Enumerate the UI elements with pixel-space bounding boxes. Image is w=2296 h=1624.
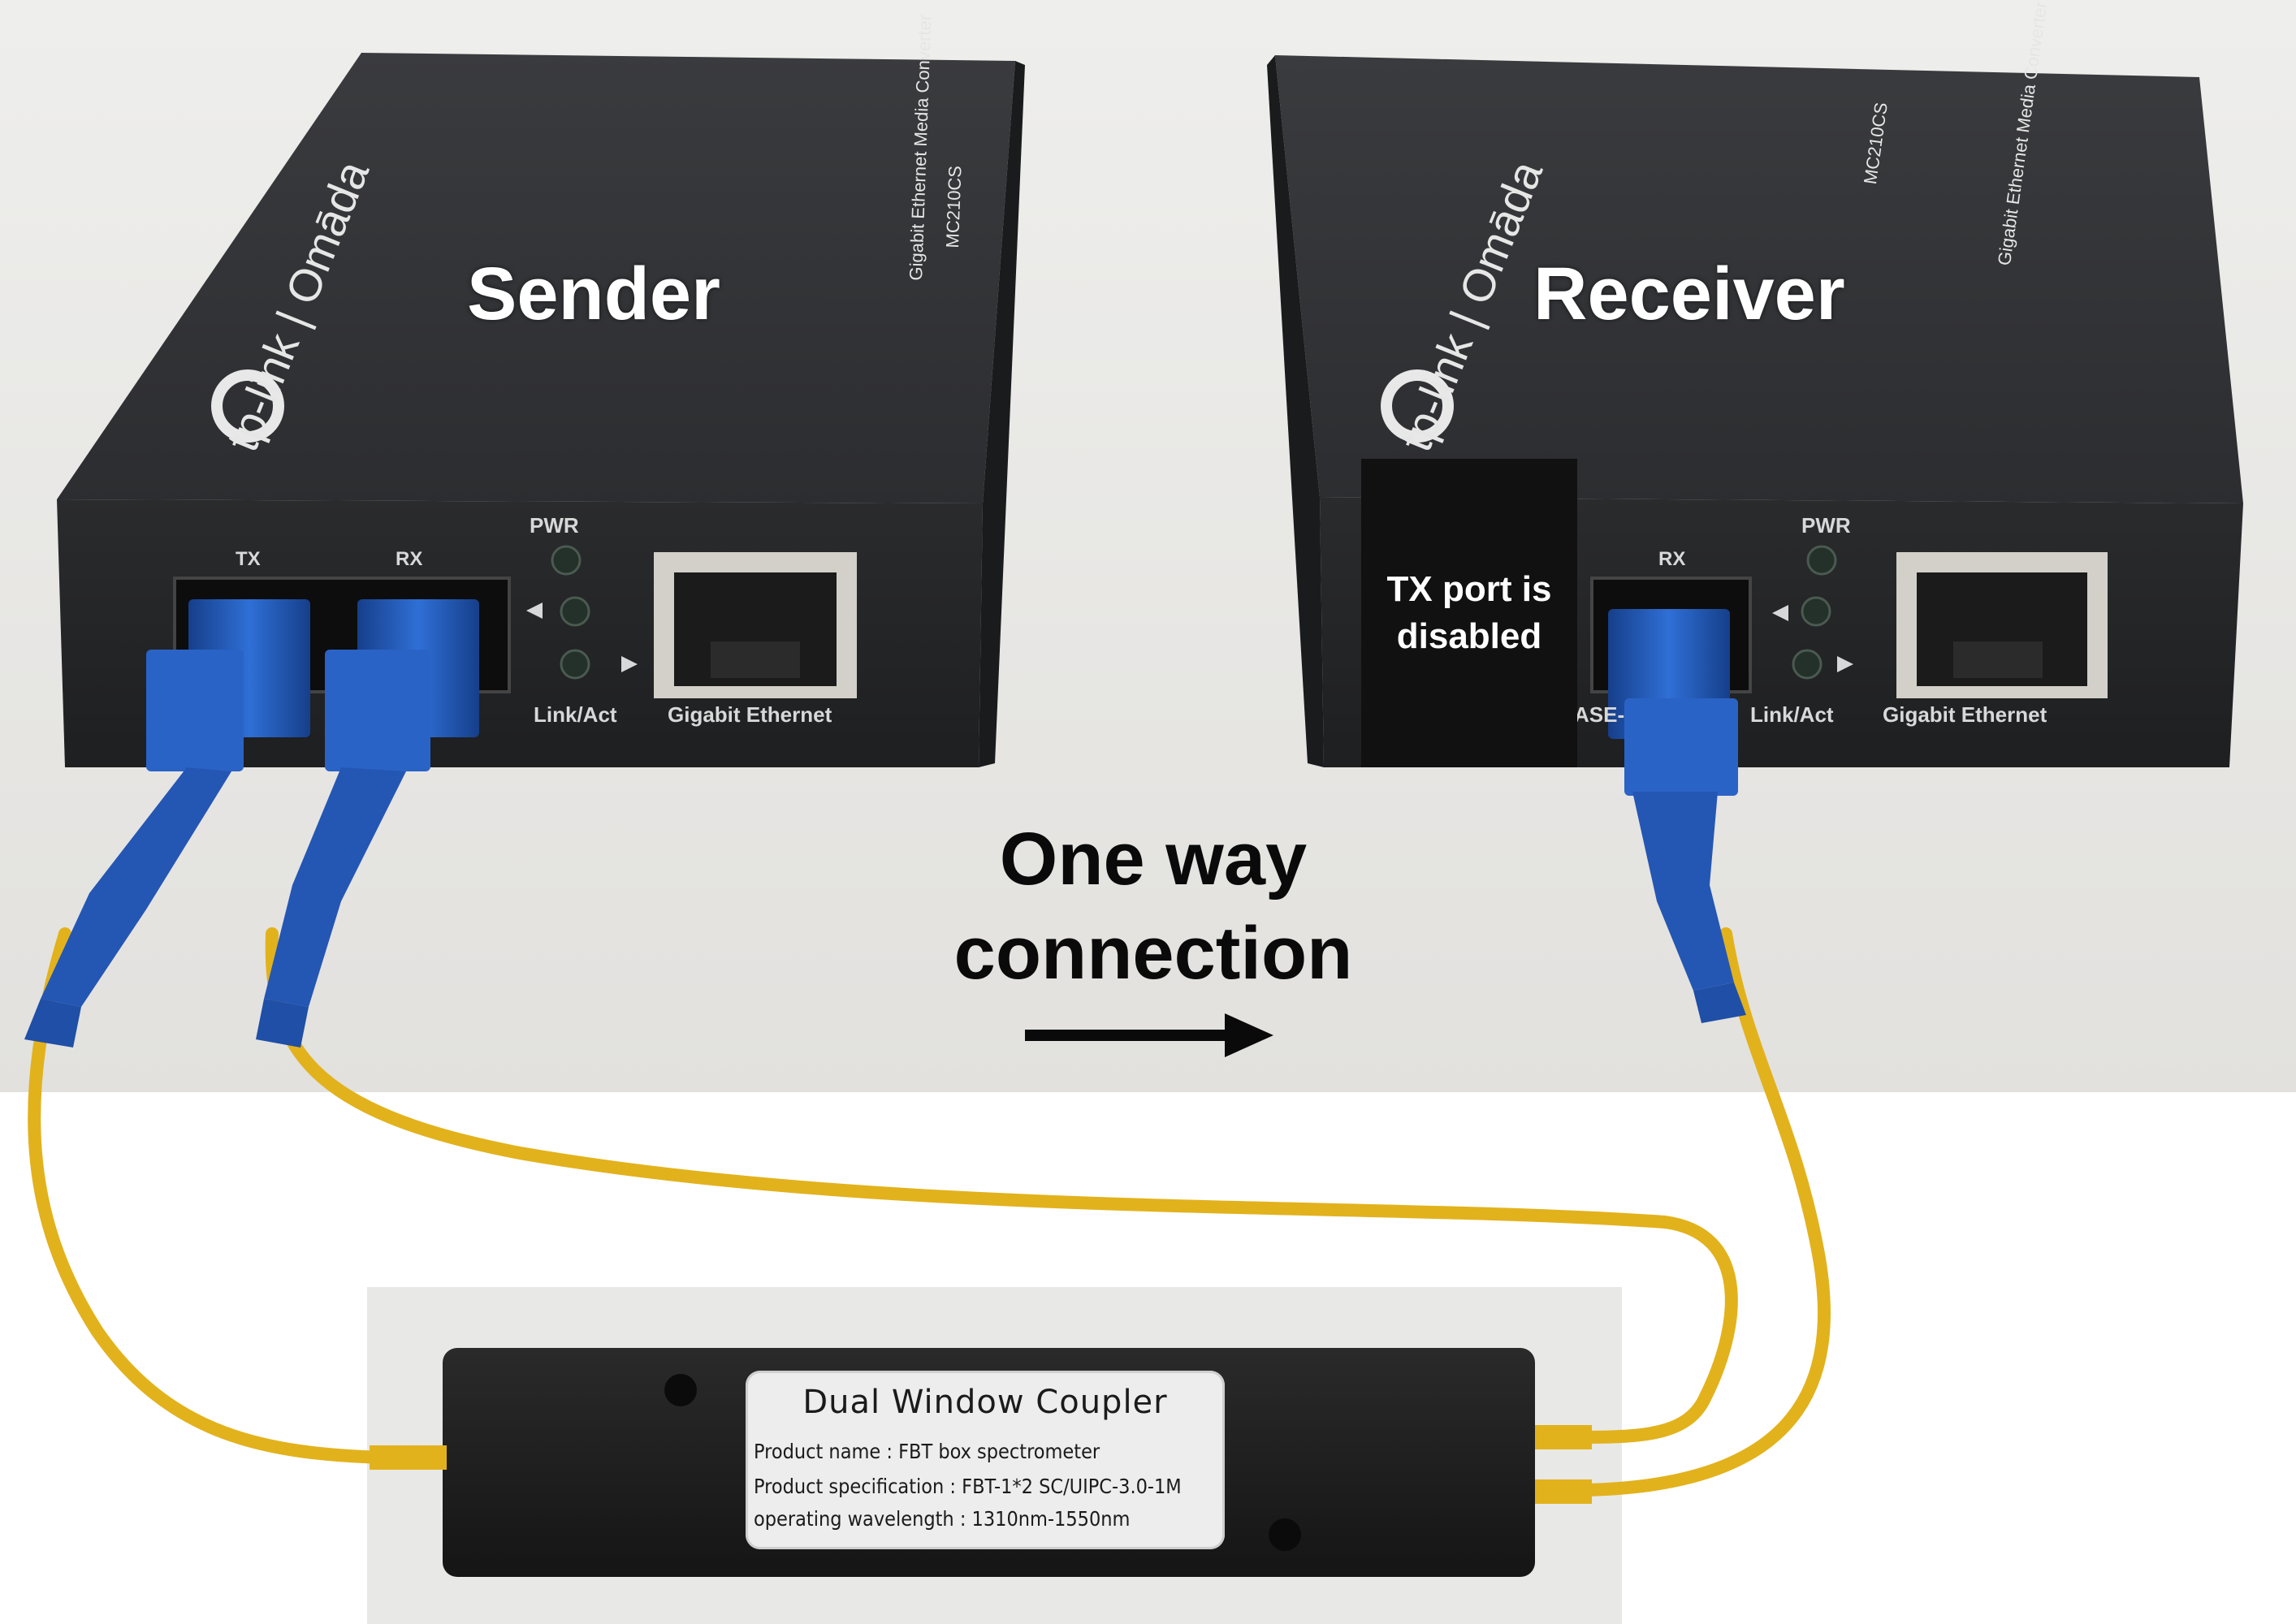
- receiver-side-face: [1267, 55, 1324, 767]
- fiber-sender-rx: [265, 927, 1738, 1444]
- sender-port-tx-label: TX: [236, 548, 261, 570]
- receiver-led-1: [1801, 596, 1831, 627]
- coupler-wavelength: operating wavelength : 1310nm-1550nm: [754, 1507, 1131, 1531]
- coupler-product-spec: Product specification : FBT-1*2 SC/UIPC-…: [754, 1475, 1182, 1498]
- sender-model: MC210CS: [942, 165, 966, 248]
- one-way-connection-label: One way connection: [910, 812, 1397, 1000]
- tx-disabled-note: TX port is disabled: [1361, 459, 1577, 767]
- receiver-rx-connector: [1608, 609, 1746, 1023]
- receiver-led-pwr: [1806, 545, 1837, 576]
- fiber-receiver-rx: [1577, 927, 1831, 1497]
- sender-title: Sender: [467, 253, 720, 335]
- sender-ethernet-label: Gigabit Ethernet: [668, 702, 832, 727]
- sender-tplink-logo-icon: [211, 369, 284, 443]
- right-arrow-icon: [1025, 1013, 1273, 1057]
- coupler-screw-top: [664, 1374, 697, 1406]
- one-way-connection-line2: connection: [953, 912, 1353, 995]
- sender-side-face: [979, 61, 1025, 767]
- sender-led-1: [560, 596, 590, 627]
- receiver-right-triangle-icon: [1837, 656, 1853, 672]
- receiver-port-rx-label: RX: [1658, 548, 1686, 570]
- receiver-ethernet-label: Gigabit Ethernet: [1883, 702, 2047, 727]
- sender-port-rx-label: RX: [396, 548, 423, 570]
- sender-led-link-label: Link/Act: [534, 702, 617, 727]
- receiver-tplink-logo-icon: [1381, 369, 1454, 443]
- coupler-title: Dual Window Coupler: [802, 1384, 1168, 1421]
- sender-right-triangle-icon: [621, 656, 638, 672]
- sender-rx-connector: [256, 599, 479, 1047]
- sender-top-face: [57, 53, 1015, 503]
- sender-led-pwr-label: PWR: [530, 513, 579, 538]
- sender-led-2: [560, 649, 590, 680]
- receiver-led-pwr-label: PWR: [1801, 513, 1851, 538]
- fiber-cables: [28, 927, 1831, 1497]
- fiber-sender-tx: [28, 927, 388, 1464]
- receiver-top-face: [1275, 55, 2243, 503]
- receiver-led-link-label: Link/Act: [1750, 702, 1834, 727]
- receiver-left-triangle-icon: [1772, 605, 1788, 621]
- receiver-base-fragment: ASE-: [1574, 702, 1625, 727]
- tx-disabled-note-text: TX port is disabled: [1386, 569, 1552, 656]
- receiver-led-2: [1792, 649, 1823, 680]
- sender-led-pwr: [551, 545, 582, 576]
- sender-left-triangle-icon: [526, 603, 543, 619]
- coupler-label-sticker: Dual Window Coupler Product name : FBT b…: [746, 1371, 1225, 1549]
- coupler-output-boot-1: [1535, 1425, 1592, 1449]
- coupler-output-boot-2: [1535, 1479, 1592, 1504]
- sender-tx-connector: [24, 599, 310, 1047]
- coupler-input-boot: [370, 1445, 447, 1470]
- one-way-connection-line1: One way: [999, 818, 1308, 901]
- receiver-title: Receiver: [1533, 253, 1845, 335]
- coupler-screw-bottom: [1269, 1518, 1301, 1551]
- coupler-product-name: Product name : FBT box spectrometer: [754, 1440, 1100, 1463]
